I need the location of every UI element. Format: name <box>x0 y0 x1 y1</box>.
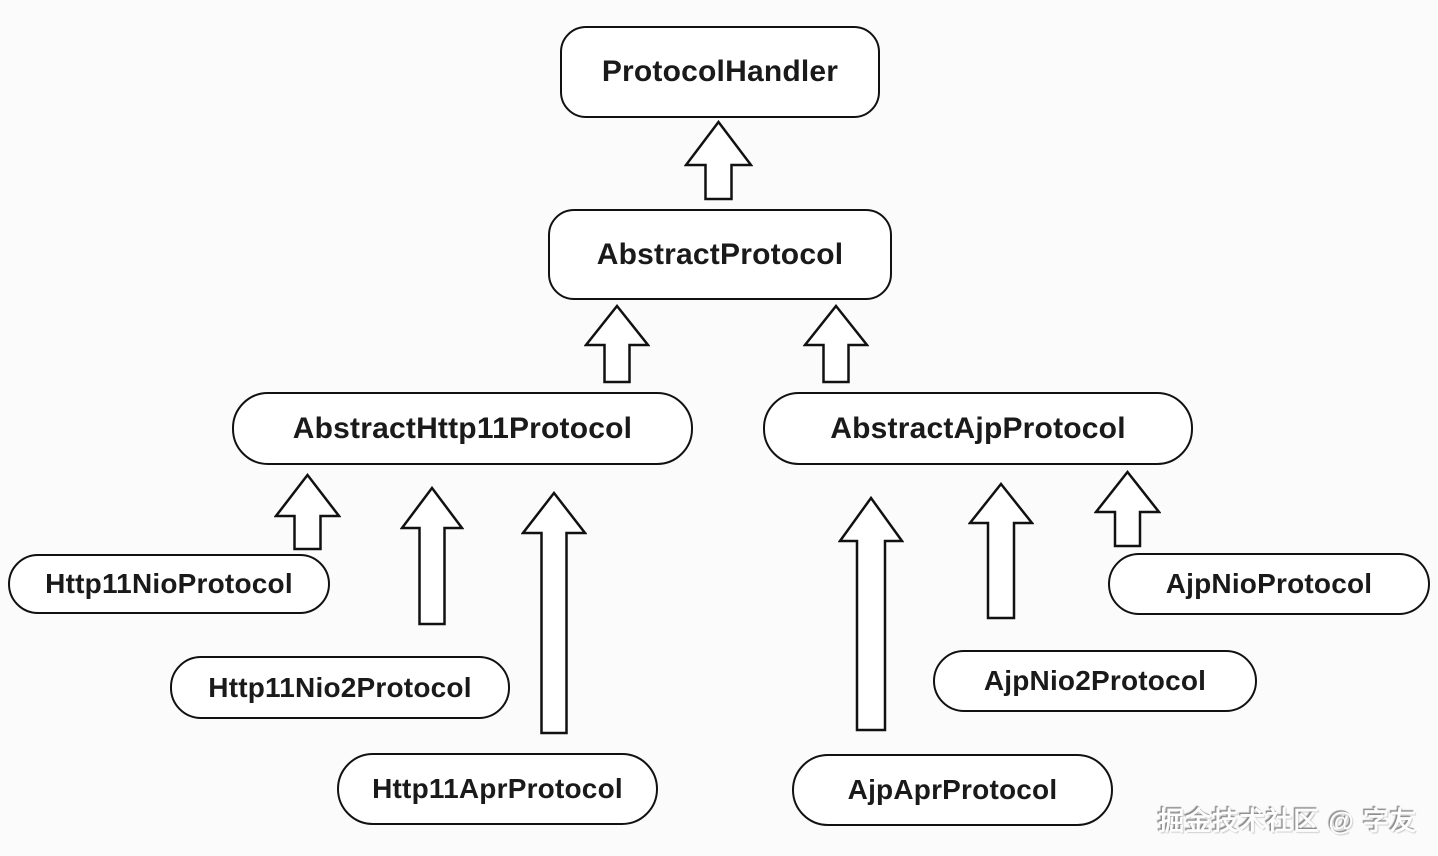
inheritance-arrow-ajpnio-to-abstractajp <box>1094 470 1161 548</box>
inheritance-arrow-ajpapr-to-abstractajp <box>838 496 904 732</box>
node-protocolhandler: ProtocolHandler <box>560 26 880 118</box>
watermark-text: 掘金技术社区 @ 字友 <box>1158 806 1417 836</box>
inheritance-arrow-abstracthttp11-to-abstractprotocol <box>584 304 650 384</box>
inheritance-arrow-abstractprotocol-to-protocolhandler <box>684 120 753 201</box>
node-ajpaprprotocol: AjpAprProtocol <box>792 754 1113 826</box>
inheritance-arrow-http11apr-to-abstracthttp11 <box>521 491 587 735</box>
node-http11aprprotocol: Http11AprProtocol <box>337 753 658 825</box>
inheritance-arrow-abstractajp-to-abstractprotocol <box>803 304 869 384</box>
node-http11nio2protocol: Http11Nio2Protocol <box>170 656 510 719</box>
node-ajpnio2protocol: AjpNio2Protocol <box>933 650 1257 712</box>
inheritance-arrow-http11nio-to-abstracthttp11 <box>274 473 341 551</box>
node-abstracthttp11protocol: AbstractHttp11Protocol <box>232 392 693 465</box>
node-ajpnioprotocol: AjpNioProtocol <box>1108 553 1430 615</box>
node-abstractprotocol: AbstractProtocol <box>548 209 892 300</box>
node-http11nioprotocol: Http11NioProtocol <box>8 554 330 614</box>
inheritance-arrow-http11nio2-to-abstracthttp11 <box>400 486 464 626</box>
inheritance-arrow-ajpnio2-to-abstractajp <box>968 482 1034 620</box>
node-abstractajpprotocol: AbstractAjpProtocol <box>763 392 1193 465</box>
